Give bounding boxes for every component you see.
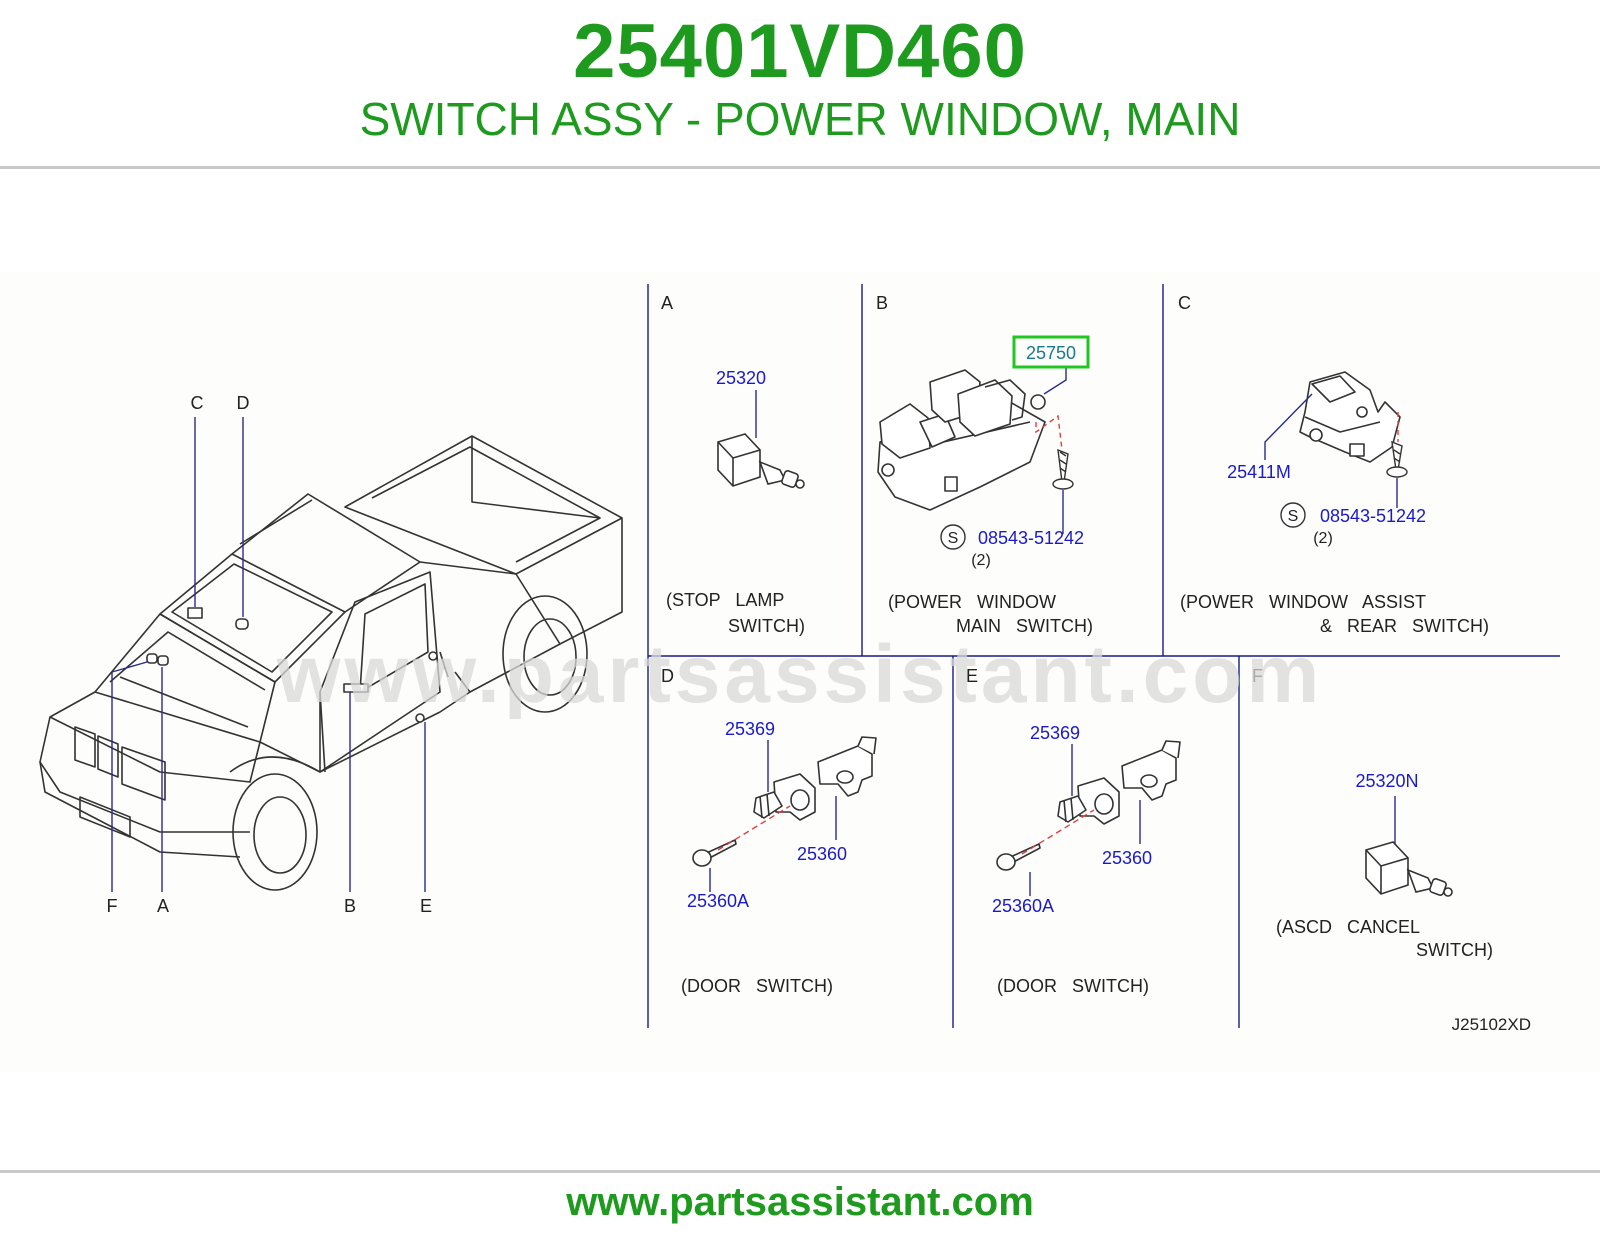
ascd-cancel-switch-drawing [1365, 841, 1453, 897]
diagram-svg: C D F A B E A B C D E F 25320 (STOP LAMP… [39, 284, 1560, 1034]
part-label-25360a-e: 25360A [992, 896, 1054, 916]
diagram-code: J25102XD [1452, 1015, 1531, 1034]
part-label-08543-51242-c: 08543-51242 [1320, 506, 1426, 526]
s-symbol-b [940, 524, 966, 550]
part-label-25750: 25750 [1026, 343, 1076, 363]
section-label-a: A [661, 293, 673, 313]
section-grid [647, 284, 1560, 1028]
vehicle-illustration [39, 435, 623, 891]
caption-c-line1: (POWER WINDOW ASSIST [1180, 592, 1426, 612]
header: 25401VD460 SWITCH ASSY - POWER WINDOW, M… [0, 0, 1600, 170]
footer-divider [0, 1170, 1600, 1173]
vehicle-callout-a: A [157, 896, 169, 916]
caption-e: (DOOR SWITCH) [997, 976, 1149, 996]
watermark: www.partsassistant.com [276, 629, 1324, 720]
leader-25411m [1264, 393, 1313, 460]
part-description: SWITCH ASSY - POWER WINDOW, MAIN [359, 93, 1241, 145]
vehicle-callout-c: C [191, 393, 204, 413]
vehicle-callout-b: B [344, 896, 356, 916]
vehicle-callout-d: D [237, 393, 250, 413]
caption-d: (DOOR SWITCH) [681, 976, 833, 996]
part-label-25360-d: 25360 [797, 844, 847, 864]
leader-25750 [1043, 367, 1067, 395]
part-number-title: 25401VD460 [573, 9, 1027, 94]
part-label-25369-d: 25369 [725, 719, 775, 739]
screw-c-drawing [1386, 440, 1408, 478]
part-label-25360-e: 25360 [1102, 848, 1152, 868]
section-label-b: B [876, 293, 888, 313]
mount-line-d [717, 805, 791, 851]
s-symbol-c [1280, 502, 1306, 528]
caption-a-line1: (STOP LAMP [666, 590, 784, 610]
footer-website-link[interactable]: www.partsassistant.com [566, 1180, 1034, 1224]
caption-f-line2: SWITCH) [1416, 940, 1493, 960]
stop-lamp-switch-drawing [717, 433, 805, 489]
door-switch-e-drawing [996, 740, 1181, 871]
qty-c: (2) [1313, 530, 1333, 547]
caption-c-line2: & REAR SWITCH) [1320, 616, 1489, 636]
part-label-25360a-d: 25360A [687, 891, 749, 911]
vehicle-callout-lines [111, 417, 426, 892]
power-window-main-switch-drawing [877, 369, 1046, 511]
header-divider [0, 166, 1600, 169]
screw-b-drawing [1052, 448, 1074, 490]
qty-b: (2) [971, 552, 991, 569]
section-label-c: C [1178, 293, 1191, 313]
section-label-e: E [966, 666, 978, 686]
section-label-f: F [1252, 666, 1263, 686]
highlight-box-25750 [1012, 335, 1090, 369]
section-label-d: D [661, 666, 674, 686]
mount-line-e [1021, 809, 1095, 855]
caption-a-line2: SWITCH) [728, 616, 805, 636]
door-switch-d-drawing [692, 736, 877, 867]
part-label-25411m: 25411M [1227, 462, 1291, 482]
s-symbol-b-text: S [948, 530, 959, 547]
part-label-08543-51242-b: 08543-51242 [978, 528, 1084, 548]
vehicle-callout-f: F [107, 896, 118, 916]
vehicle-callout-e: E [420, 896, 432, 916]
caption-b-line1: (POWER WINDOW [888, 592, 1056, 612]
mount-line-b [1035, 414, 1063, 451]
s-symbol-c-text: S [1288, 508, 1299, 525]
caption-f-line1: (ASCD CANCEL [1276, 917, 1420, 937]
assist-rear-switch-drawing [1299, 371, 1401, 463]
part-label-25369-e: 25369 [1030, 723, 1080, 743]
parts-diagram: C D F A B E A B C D E F 25320 (STOP LAMP… [0, 272, 1600, 1072]
part-label-25320: 25320 [716, 368, 766, 388]
part-label-25320n: 25320N [1355, 771, 1418, 791]
caption-b-line2: MAIN SWITCH) [956, 616, 1093, 636]
